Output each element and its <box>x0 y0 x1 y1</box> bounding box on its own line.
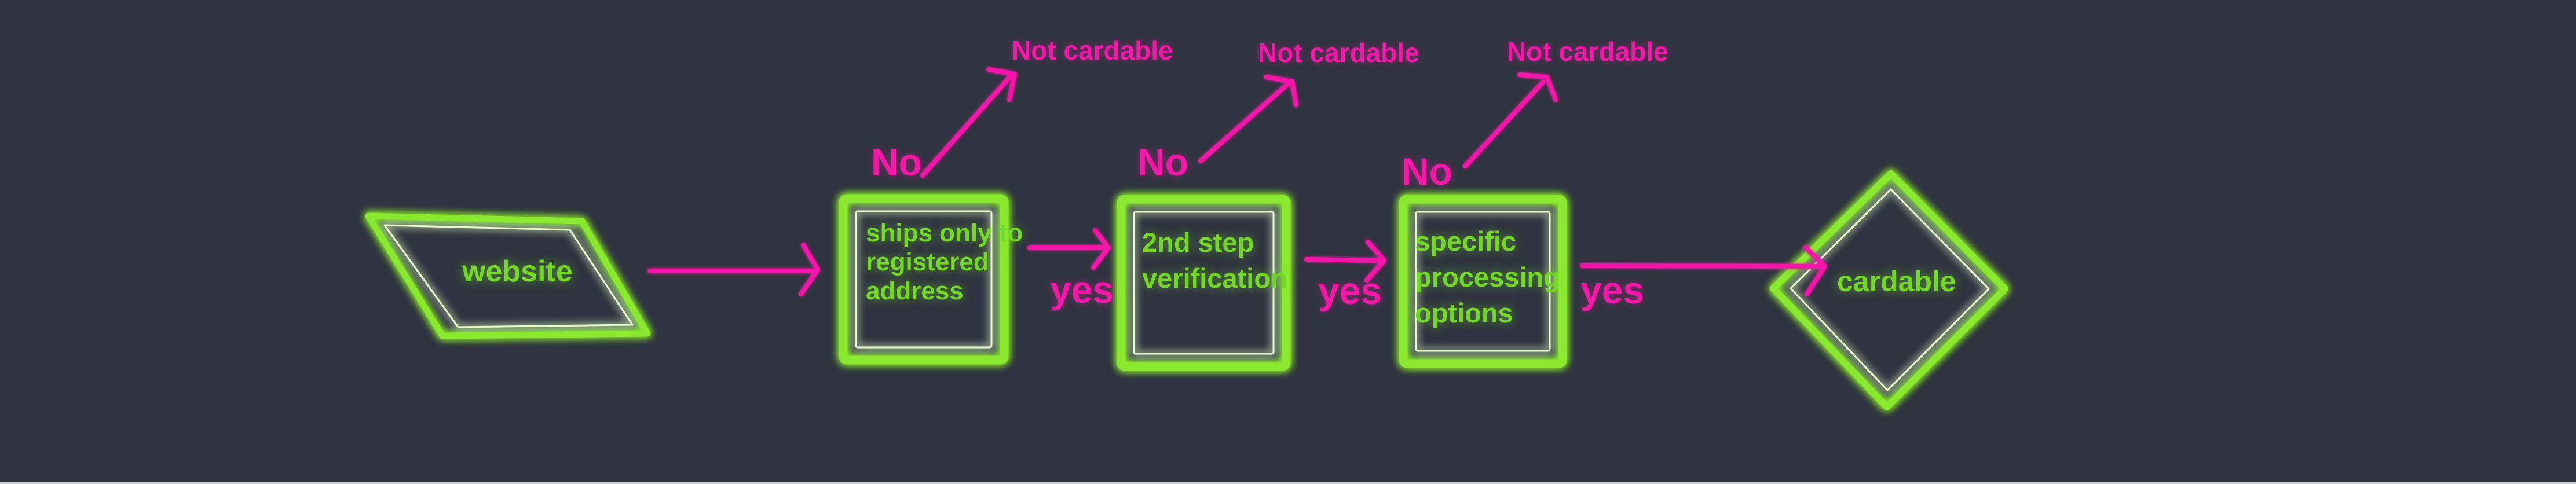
step2-line1: 2nd step <box>1142 227 1254 258</box>
step3-box <box>1399 195 1567 368</box>
decision-diamond-inner-line <box>1790 188 1990 391</box>
step3-line2: processing <box>1415 262 1560 292</box>
step3-line1: specific <box>1415 226 1517 256</box>
arrow-website-to-step1 <box>647 243 820 296</box>
edge-label-yes-3: yes <box>1580 269 1645 311</box>
step1-line2: registered <box>866 248 989 276</box>
edge-label-no-2: No <box>1137 141 1188 184</box>
arrow-no1-to-not-cardable1 <box>920 67 1017 178</box>
arrow-no2-to-not-cardable2 <box>1198 75 1298 163</box>
edge-label-no-1: No <box>871 141 922 184</box>
step3-node-label: specific processing options <box>1415 223 1560 331</box>
edge-label-not-cardable-1: Not cardable <box>1012 35 1173 65</box>
step3-box-inner-line <box>1415 211 1551 352</box>
edge-label-no-3: No <box>1402 150 1452 193</box>
website-parallelogram-inner-line <box>383 224 634 328</box>
arrow-yes2-step2-to-step3 <box>1304 240 1386 283</box>
step1-box <box>839 194 1009 365</box>
arrow-yes3-step3-to-decision <box>1580 245 1827 296</box>
edge-label-not-cardable-2: Not cardable <box>1258 38 1419 68</box>
step2-line2: verification <box>1142 263 1287 294</box>
arrow-no3-to-not-cardable3 <box>1463 72 1558 168</box>
step2-box-inner-line <box>1133 211 1275 355</box>
edge-label-not-cardable-3: Not cardable <box>1507 36 1668 67</box>
step1-line1: ships only to <box>866 219 1023 247</box>
step2-box <box>1117 195 1291 371</box>
edge-label-yes-2: yes <box>1318 269 1382 312</box>
step2-node-label: 2nd step verification <box>1142 225 1287 296</box>
edge-label-yes-1: yes <box>1050 268 1114 311</box>
arrow-yes1-step1-to-step2 <box>1027 228 1111 270</box>
decision-node-label: cardable <box>1837 265 1956 298</box>
decision-diamond <box>1770 170 2008 410</box>
website-node-label: website <box>462 255 573 288</box>
website-parallelogram <box>365 212 651 339</box>
step1-box-inner-line <box>855 210 993 349</box>
bottom-edge-bar <box>0 482 2576 484</box>
step3-line3: options <box>1415 298 1513 328</box>
step1-line3: address <box>866 277 964 305</box>
